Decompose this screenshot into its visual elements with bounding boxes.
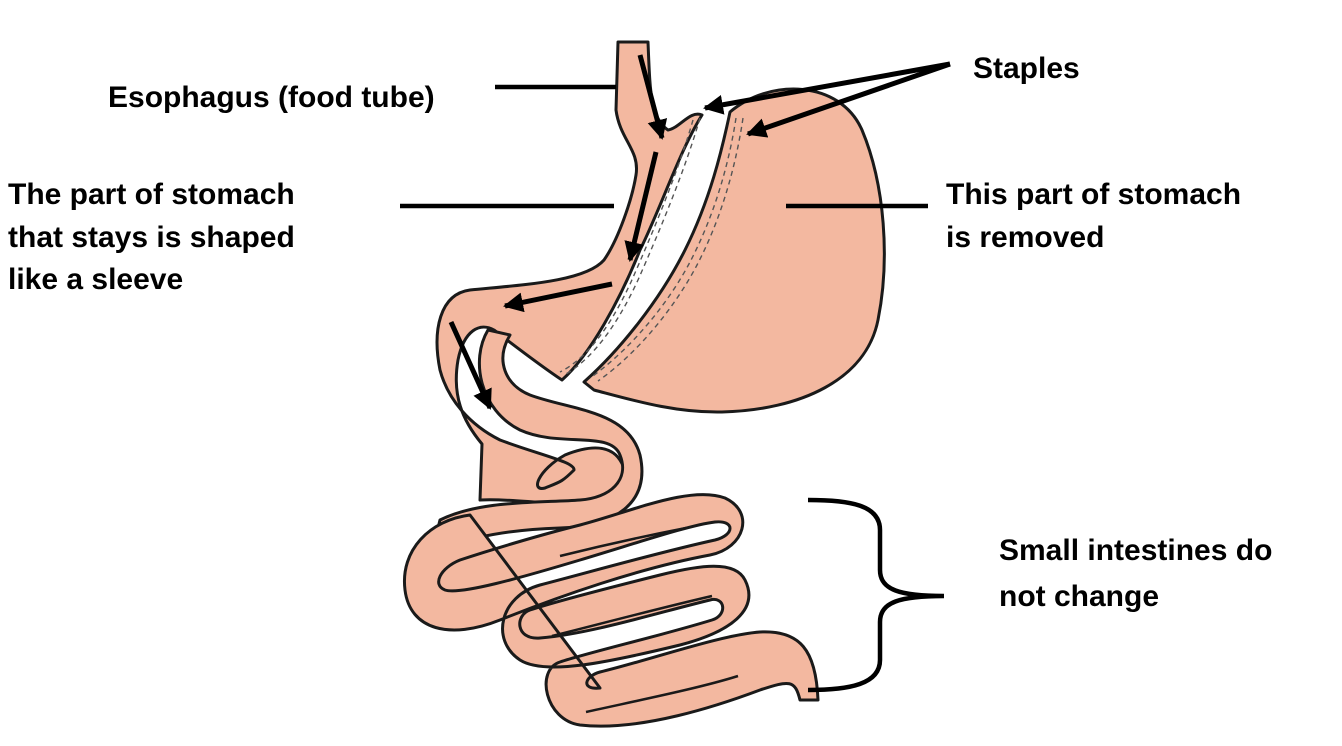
intestine-label-line1: Small intestines do [999, 532, 1272, 570]
small-intestine [404, 495, 818, 727]
intestine-label-line2: not change [999, 578, 1159, 616]
removed-label-line1: This part of stomach [946, 176, 1241, 214]
removed-label-line2: is removed [946, 219, 1104, 257]
sleeve-label-line1: The part of stomach [8, 176, 295, 214]
intestine-bracket [808, 500, 944, 690]
sleeve-label-line3: like a sleeve [8, 261, 183, 299]
esophagus-label: Esophagus (food tube) [108, 79, 435, 117]
staples-label: Staples [973, 50, 1080, 88]
sleeve-label-line2: that stays is shaped [8, 219, 295, 257]
